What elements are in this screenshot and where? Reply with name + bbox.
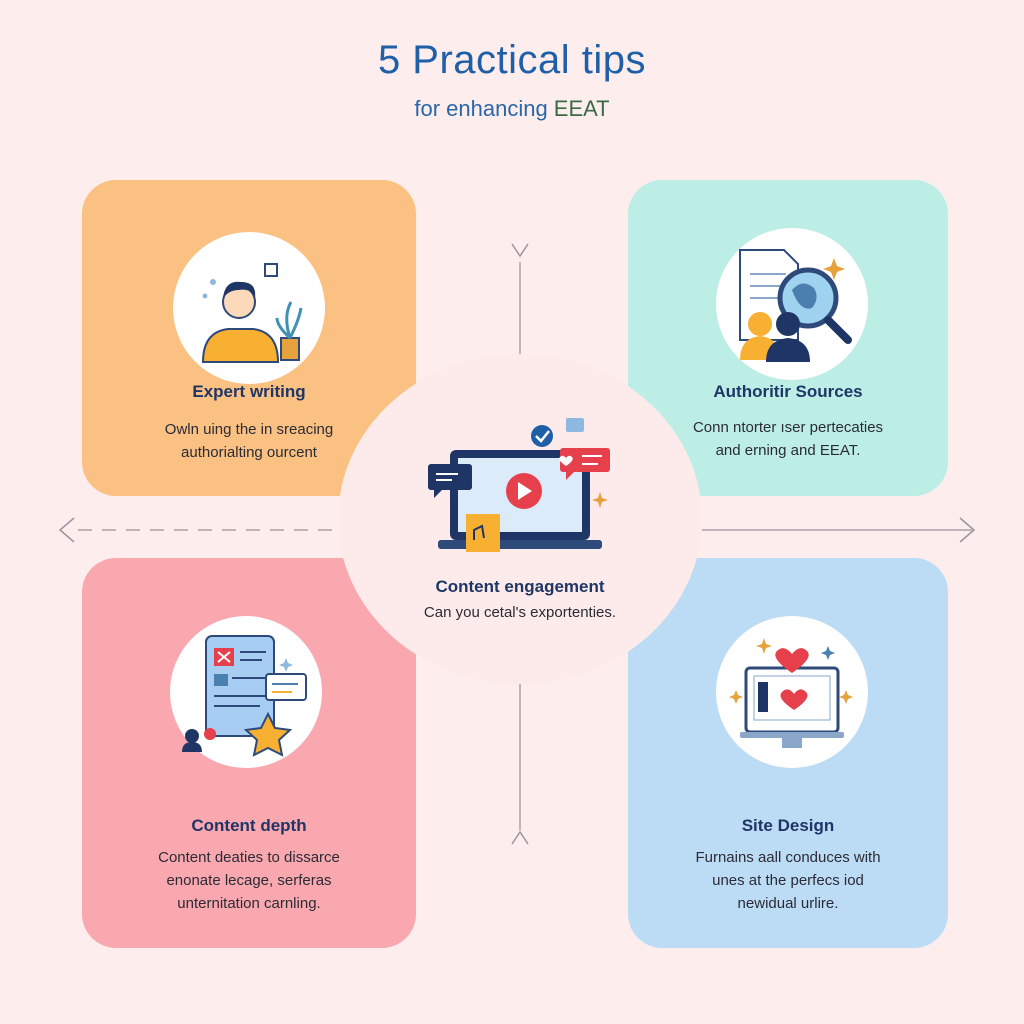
subtitle-prefix: for enhancing <box>414 96 554 121</box>
person-with-plant-icon <box>201 263 303 363</box>
expert-desc-line: Owln uing the in sreacing <box>164 421 334 438</box>
arrow-up-icon <box>511 830 529 845</box>
depth-desc-line: unternitation carnling. <box>177 895 321 912</box>
engagement-description: Can you cetal's exportenties. <box>423 604 617 621</box>
laptop-video-icon <box>428 418 610 552</box>
sources-desc-line: Conn ntorter ıser pertecaties <box>692 419 884 436</box>
sources-icon-circle <box>716 228 868 380</box>
sources-title: Authoritir Sources <box>713 382 863 401</box>
design-description: Furnains aall conduces with unes at the … <box>628 846 948 915</box>
engagement-title: Content engagement <box>435 577 605 596</box>
center-circle <box>338 354 702 684</box>
monitor-heart-icon <box>729 638 853 748</box>
arrow-down-icon <box>511 243 529 258</box>
expert-title: Expert writing <box>192 382 306 401</box>
expert-desc-line: authorialting ourcent <box>181 444 317 461</box>
design-icon-circle <box>716 616 868 768</box>
card-site-design: Site Design Furnains aall conduces with … <box>628 558 948 948</box>
depth-icon-circle <box>170 616 322 768</box>
page-subtitle: for enhancing EEAT <box>0 96 1024 122</box>
design-desc-line: newidual urlire. <box>737 895 839 912</box>
depth-desc-line: enonate lecage, serferas <box>166 872 332 889</box>
expert-description: Owln uing the in sreacing authorialting … <box>82 418 416 464</box>
design-desc-line: Furnains aall conduces with <box>695 849 881 866</box>
arrow-left-icon <box>58 517 75 543</box>
sources-description: Conn ntorter ıser pertecaties and erning… <box>628 416 948 462</box>
depth-description: Content deaties to dissarce enonate leca… <box>82 846 416 915</box>
arrow-right-icon <box>959 517 976 543</box>
sources-desc-line: and erning and EEAT. <box>715 442 861 459</box>
expert-icon-circle <box>173 232 325 384</box>
design-desc-line: unes at the perfecs iod <box>712 872 864 889</box>
document-magnifier-icon <box>739 249 852 362</box>
page-title: 5 Practical tips <box>377 38 647 82</box>
card-expert-writing: Expert writing Owln uing the in sreacing… <box>82 180 416 496</box>
depth-title: Content depth <box>191 816 307 835</box>
design-title: Site Design <box>741 816 835 835</box>
card-content-depth: Content depth Content deaties to dissarc… <box>82 558 416 948</box>
subtitle-accent: EEAT <box>553 96 610 121</box>
tablet-document-icon <box>182 635 307 757</box>
depth-desc-line: Content deaties to dissarce <box>158 849 340 866</box>
